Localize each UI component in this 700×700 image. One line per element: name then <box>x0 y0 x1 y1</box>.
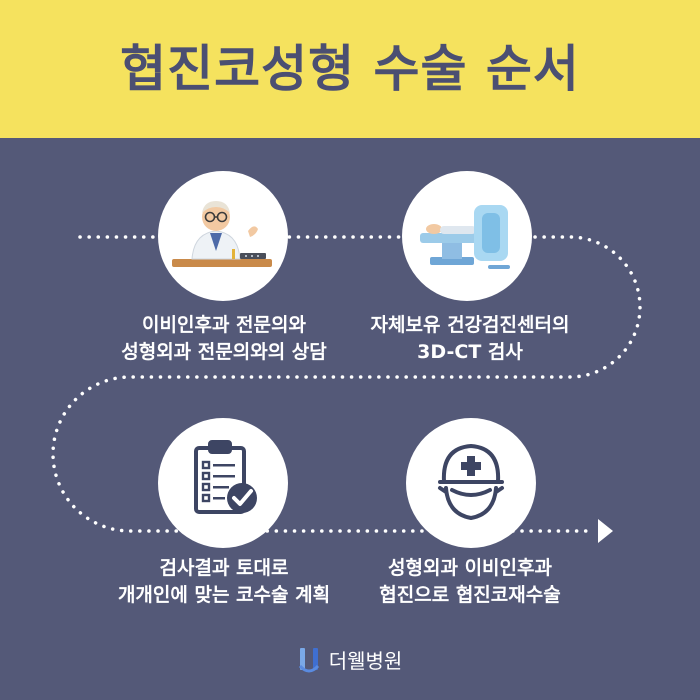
step-2-line-2: 3D-CT 검사 <box>417 341 523 363</box>
hospital-logo-icon <box>298 647 319 672</box>
step-1-caption: 이비인후과 전문의와 성형외과 전문의와의 상담 <box>84 312 364 366</box>
brand-name: 더웰병원 <box>328 649 403 673</box>
step-3-line-1: 검사결과 토대로 <box>159 557 289 579</box>
title-banner: 협진코성형 수술 순서 <box>0 0 700 138</box>
route-arrow-head <box>598 519 613 543</box>
step-2-icon-circle <box>402 171 532 301</box>
step-3-icon-circle <box>158 418 288 548</box>
step-3-caption: 검사결과 토대로 개개인에 맞는 코수술 계획 <box>84 555 364 609</box>
step-2-line-1: 자체보유 건강검진센터의 <box>370 314 570 336</box>
step-2-caption: 자체보유 건강검진센터의 3D-CT 검사 <box>330 312 610 366</box>
step-4-icon-circle <box>406 418 536 548</box>
step-1-line-2: 성형외과 전문의와의 상담 <box>121 341 327 363</box>
step-4-line-1: 성형외과 이비인후과 <box>388 557 552 579</box>
clipboard-checklist-icon <box>194 440 257 514</box>
surgeon-icon <box>438 444 504 520</box>
doctor-consultation-icon <box>172 201 272 267</box>
step-1-line-1: 이비인후과 전문의와 <box>142 314 306 336</box>
brand: 더웰병원 <box>0 645 700 674</box>
page-title: 협진코성형 수술 순서 <box>120 40 580 98</box>
step-4-line-2: 협진으로 협진코재수술 <box>379 584 561 606</box>
step-1-icon-circle <box>158 171 288 301</box>
ct-scanner-icon <box>420 205 510 269</box>
step-3-line-2: 개개인에 맞는 코수술 계획 <box>117 584 331 606</box>
step-4-caption: 성형외과 이비인후과 협진으로 협진코재수술 <box>330 555 610 609</box>
